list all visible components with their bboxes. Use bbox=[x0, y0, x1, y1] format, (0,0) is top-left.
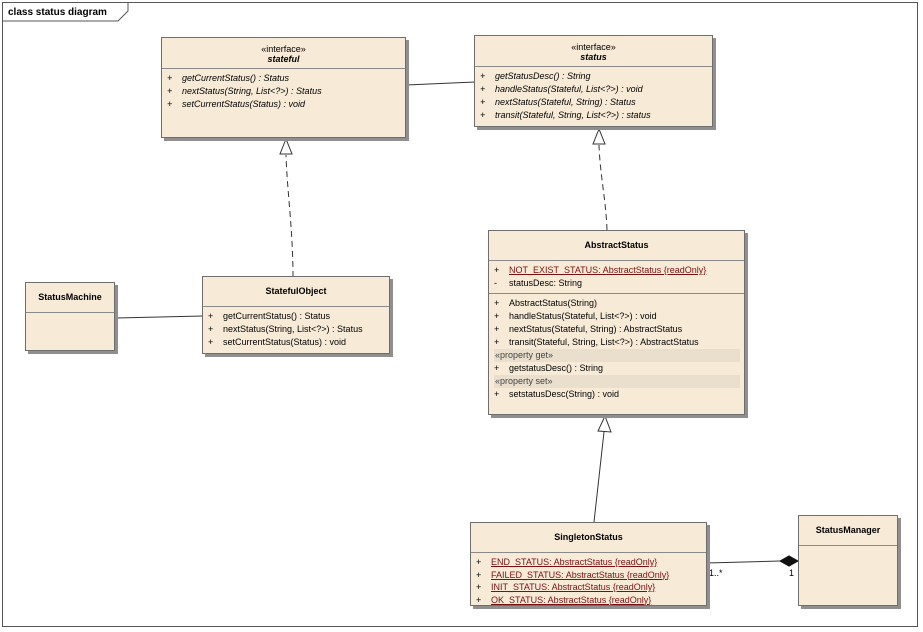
realization-arrowhead-stateful bbox=[279, 137, 293, 155]
class-abstract-status[interactable]: AbstractStatus +NOT_EXIST_STATUS: Abstra… bbox=[488, 230, 745, 415]
class-name: status bbox=[580, 52, 607, 62]
operation-row: +getCurrentStatus() : Status bbox=[167, 73, 290, 83]
operation-row: +nextStatus(String, List<?>) : Status bbox=[208, 324, 363, 334]
multiplicity-many: 1..* bbox=[709, 568, 723, 578]
operations-compartment: +AbstractStatus(String) +handleStatus(St… bbox=[489, 293, 744, 404]
realization-arrowhead-status bbox=[592, 127, 606, 145]
operation-row: +setCurrentStatus(Status) : void bbox=[167, 99, 306, 109]
attribute-row: -statusDesc: String bbox=[494, 278, 583, 288]
realization-object-stateful bbox=[285, 154, 294, 278]
operation-row: +getStatusDesc() : String bbox=[480, 71, 591, 81]
class-name: stateful bbox=[267, 54, 300, 64]
class-name: StatefulObject bbox=[265, 286, 327, 296]
property-get-group-label: «property get» bbox=[494, 349, 740, 362]
operation-row: +setCurrentStatus(Status) : void bbox=[208, 337, 347, 347]
generalization-arrowhead bbox=[597, 414, 612, 433]
empty-compartment bbox=[799, 545, 897, 610]
stereotype-label: «interface» bbox=[261, 44, 306, 54]
operation-row: +nextStatus(Stateful, String) : Abstract… bbox=[494, 324, 683, 334]
composition-line bbox=[706, 560, 781, 564]
operation-row: +getCurrentStatus() : Status bbox=[208, 311, 331, 321]
class-name: StatusMachine bbox=[38, 292, 102, 302]
class-status-manager[interactable]: StatusManager bbox=[798, 515, 898, 606]
operation-row: +handleStatus(Stateful, List<?>) : void bbox=[480, 84, 643, 94]
class-stateful-object[interactable]: StatefulObject +getCurrentStatus() : Sta… bbox=[202, 276, 390, 354]
attributes-compartment: +NOT_EXIST_STATUS: AbstractStatus {readO… bbox=[489, 260, 744, 293]
realization-abstract-status bbox=[598, 144, 608, 231]
class-status-machine[interactable]: StatusMachine bbox=[25, 282, 115, 351]
class-name: StatusManager bbox=[815, 525, 881, 535]
class-name: AbstractStatus bbox=[584, 240, 649, 250]
attributes-compartment: +END_STATUS: AbstractStatus {readOnly} +… bbox=[471, 552, 706, 609]
property-set-group-label: «property set» bbox=[494, 375, 740, 388]
attribute-row: +FAILED_STATUS: AbstractStatus {readOnly… bbox=[476, 569, 670, 580]
attribute-row: +OK_STATUS: AbstractStatus {readOnly} bbox=[476, 594, 652, 605]
class-stateful[interactable]: «interface» stateful +getCurrentStatus()… bbox=[161, 37, 406, 138]
operation-row: +nextStatus(String, List<?>) : Status bbox=[167, 86, 322, 96]
class-name: SingletonStatus bbox=[554, 532, 623, 542]
operation-row: +getstatusDesc() : String bbox=[494, 363, 604, 373]
diagram-tab: class status diagram bbox=[2, 2, 132, 22]
class-status[interactable]: «interface» status +getStatusDesc() : St… bbox=[474, 35, 713, 127]
operation-row: +nextStatus(Stateful, String) : Status bbox=[480, 97, 636, 107]
operation-row: +AbstractStatus(String) bbox=[494, 298, 598, 308]
operations-compartment: +getStatusDesc() : String +handleStatus(… bbox=[475, 66, 712, 125]
operation-row: +transit(Stateful, String, List<?>) : Ab… bbox=[494, 337, 699, 347]
empty-compartment bbox=[26, 312, 114, 353]
association-stateful-status bbox=[405, 81, 476, 86]
operation-row: +handleStatus(Stateful, List<?>) : void bbox=[494, 311, 657, 321]
operation-row: +setstatusDesc(String) : void bbox=[494, 389, 620, 399]
operations-compartment: +getCurrentStatus() : Status +nextStatus… bbox=[203, 306, 389, 352]
diagram-tab-shape bbox=[2, 2, 129, 22]
operations-compartment: +getCurrentStatus() : Status +nextStatus… bbox=[162, 68, 405, 114]
stereotype-label: «interface» bbox=[571, 42, 616, 52]
attribute-row: +INIT_STATUS: AbstractStatus {readOnly} bbox=[476, 582, 656, 592]
multiplicity-one: 1 bbox=[789, 568, 795, 578]
diagram-title: class status diagram bbox=[8, 7, 107, 18]
attribute-row: +END_STATUS: AbstractStatus {readOnly} bbox=[476, 557, 658, 567]
operation-row: +transit(Stateful, String, List<?>) : st… bbox=[480, 110, 651, 120]
composition-diamond bbox=[778, 555, 800, 567]
generalization-singleton-abstract bbox=[593, 431, 605, 523]
association-machine-object bbox=[115, 315, 204, 319]
attribute-row: +NOT_EXIST_STATUS: AbstractStatus {readO… bbox=[494, 265, 707, 275]
class-singleton-status[interactable]: SingletonStatus +END_STATUS: AbstractSta… bbox=[470, 522, 707, 606]
